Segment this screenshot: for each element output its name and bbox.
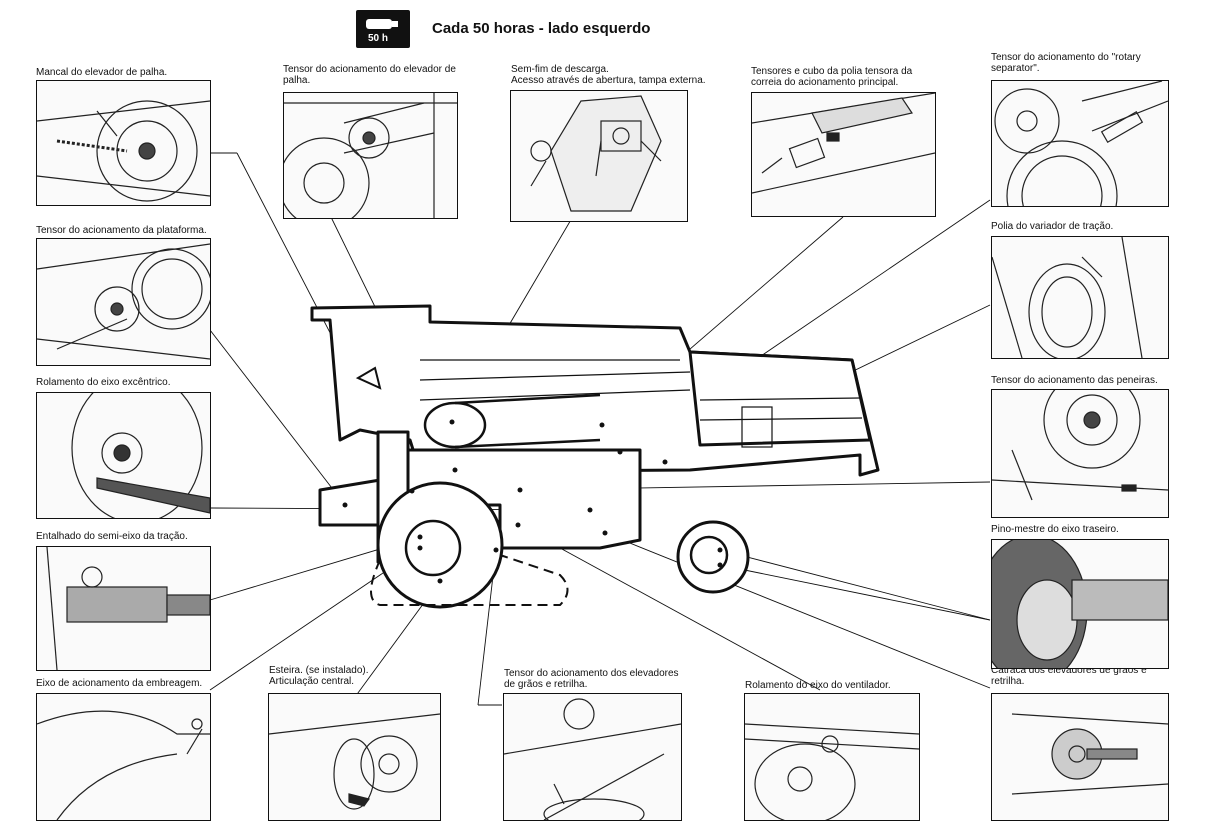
- label-tensor-graos: Tensor do acionamento dos elevadores de …: [504, 668, 679, 690]
- label-embreagem: Eixo de acionamento da embreagem.: [36, 678, 203, 689]
- illustration-catraca: [991, 693, 1169, 821]
- label-pino-mestre: Pino-mestre do eixo traseiro.: [991, 524, 1119, 535]
- illustration-mancal: [36, 80, 211, 206]
- illustration-pino-mestre: [991, 539, 1169, 669]
- illustration-tensor-elevador-palha: [283, 92, 458, 219]
- label-plataforma: Tensor do acionamento da plataforma.: [36, 225, 207, 236]
- label-variador: Polia do variador de tração.: [991, 221, 1114, 232]
- label-sem-fim: Sem-fim de descarga. Acesso através de a…: [511, 64, 706, 86]
- illustration-sem-fim: [510, 90, 688, 222]
- illustration-tensores-cubo: [751, 92, 936, 217]
- illustration-excentrico: [36, 392, 211, 519]
- label-mancal: Mancal do elevador de palha.: [36, 67, 168, 78]
- illustration-ventilador: [744, 693, 920, 821]
- label-esteira: Esteira. (se instalado). Articulação cen…: [269, 665, 369, 687]
- illustration-entalhado: [36, 546, 211, 671]
- fifty-hour-badge-icon: 50 h: [356, 10, 410, 48]
- svg-text:50 h: 50 h: [368, 33, 388, 44]
- label-tensor-elevador-palha: Tensor do acionamento do elevador de pal…: [283, 64, 456, 86]
- label-ventilador: Rolamento do eixo do ventilador.: [745, 680, 891, 691]
- illustration-plataforma: [36, 238, 211, 366]
- illustration-embreagem: [36, 693, 211, 821]
- page-title: Cada 50 horas - lado esquerdo: [432, 20, 651, 37]
- illustration-rotary: [991, 80, 1169, 207]
- label-peneiras: Tensor do acionamento das peneiras.: [991, 375, 1158, 386]
- label-tensores-cubo: Tensores e cubo da polia tensora da corr…: [751, 66, 913, 88]
- illustration-esteira: [268, 693, 441, 821]
- illustration-peneiras: [991, 389, 1169, 518]
- label-entalhado: Entalhado do semi-eixo da tração.: [36, 531, 188, 542]
- illustration-tensor-graos: [503, 693, 682, 821]
- illustration-variador: [991, 236, 1169, 359]
- label-excentrico: Rolamento do eixo excêntrico.: [36, 377, 171, 388]
- label-rotary: Tensor do acionamento do "rotary separat…: [991, 52, 1141, 74]
- label-catraca: Catraca dos elevadores de grãos e retril…: [991, 665, 1147, 687]
